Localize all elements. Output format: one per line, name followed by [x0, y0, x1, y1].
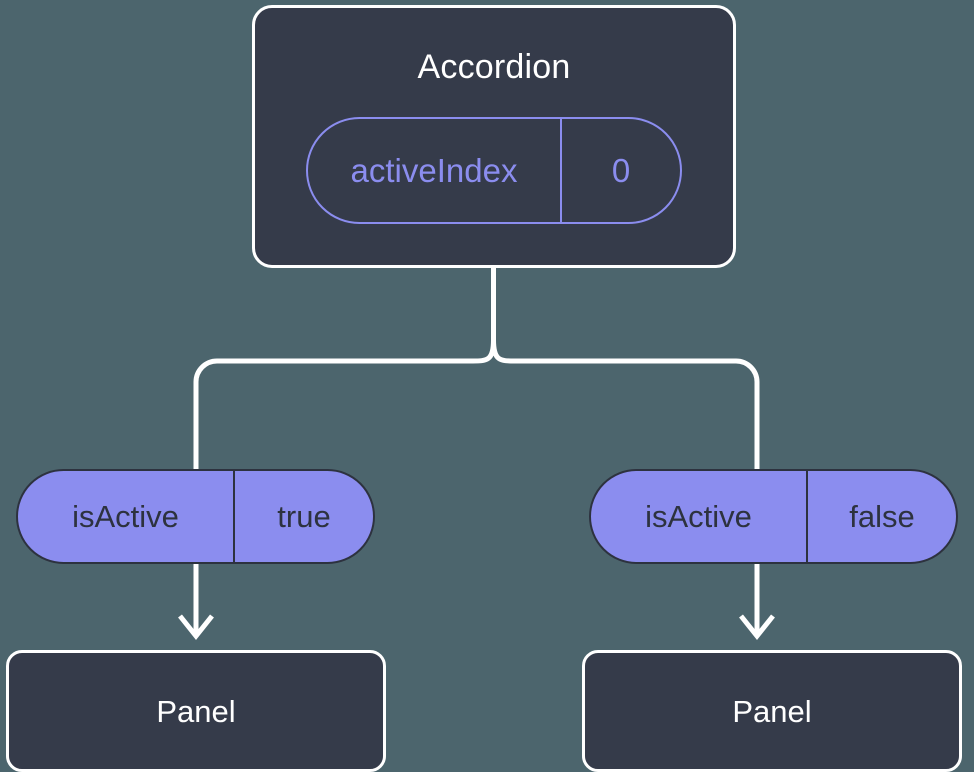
node-accordion-title: Accordion — [417, 48, 571, 86]
prop-pill-value: false — [849, 498, 915, 534]
state-badge-value: 0 — [611, 151, 631, 189]
fork-right-rail — [491, 339, 760, 383]
node-panel-right-title: Panel — [732, 693, 812, 729]
node-panel-left[interactable]: Panel — [6, 650, 386, 772]
prop-pill-value: true — [277, 498, 331, 534]
arrowhead-right — [739, 614, 775, 641]
prop-pill-key: isActive — [591, 471, 808, 562]
state-badge-key: activeIndex — [308, 119, 562, 222]
arrowhead-left — [178, 614, 214, 641]
prop-pill-is-active-true[interactable]: isActive true — [16, 469, 375, 564]
prop-pill-is-active-false[interactable]: isActive false — [589, 469, 958, 564]
state-badge-active-index[interactable]: activeIndex 0 — [306, 117, 682, 224]
node-panel-right[interactable]: Panel — [582, 650, 962, 772]
fork-left-rail — [193, 339, 496, 383]
node-panel-left-title: Panel — [156, 693, 236, 729]
prop-pill-key: isActive — [18, 471, 235, 562]
